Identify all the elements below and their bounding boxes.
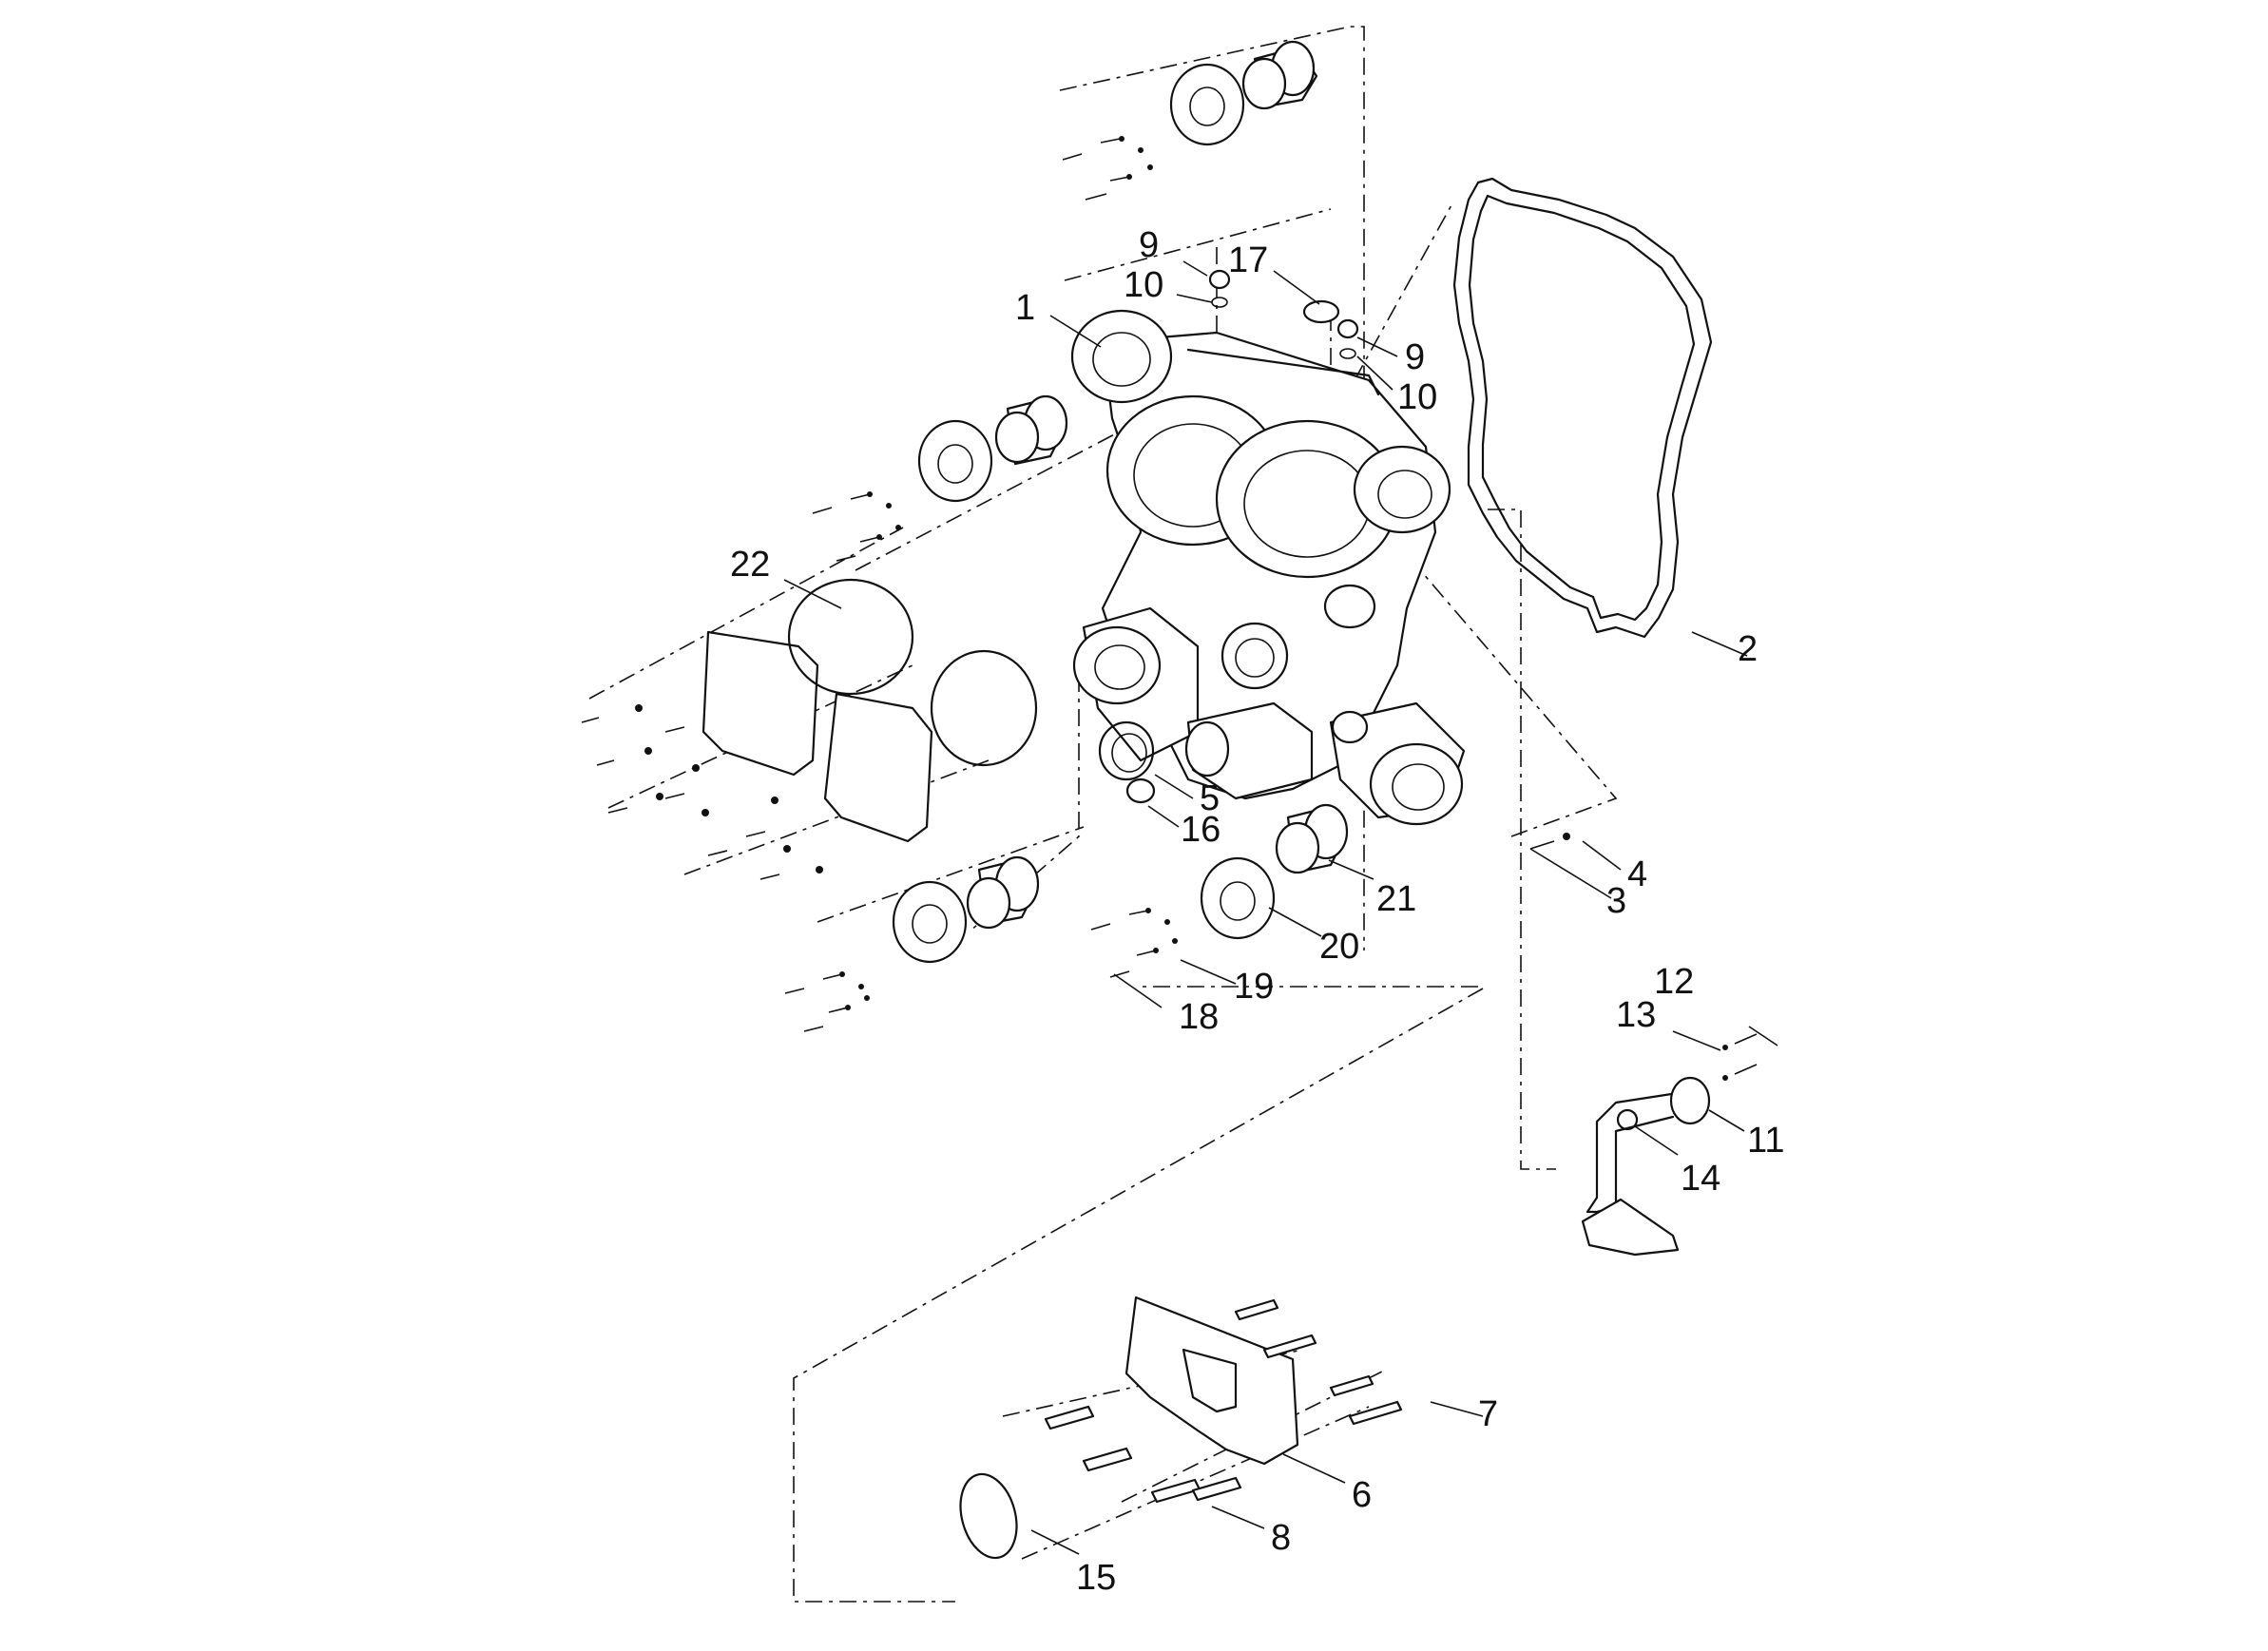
lower-right-trunnion-assembly xyxy=(1090,803,1349,978)
callout-9-top: 9 xyxy=(1139,225,1159,265)
top-trunnion-assembly xyxy=(1062,40,1318,201)
callout-22: 22 xyxy=(730,545,770,585)
callout-15: 15 xyxy=(1076,1558,1116,1598)
callout-12: 12 xyxy=(1654,962,1694,1002)
callout-16: 16 xyxy=(1181,810,1220,850)
callout-10-right: 10 xyxy=(1397,377,1437,417)
callout-2: 2 xyxy=(1738,629,1758,669)
callout-14: 14 xyxy=(1681,1159,1720,1199)
lower-left-trunnion-assembly xyxy=(784,855,1040,1032)
upper-left-trunnion-assembly xyxy=(812,394,1068,562)
callout-4: 4 xyxy=(1627,854,1647,894)
callout-8: 8 xyxy=(1271,1518,1291,1558)
callout-3: 3 xyxy=(1606,881,1626,921)
callout-9-right: 9 xyxy=(1405,337,1425,377)
callout-6: 6 xyxy=(1352,1475,1372,1515)
callout-17: 17 xyxy=(1228,240,1268,280)
housing-part-1 xyxy=(1070,309,1466,826)
callout-11: 11 xyxy=(1747,1121,1784,1161)
side-covers xyxy=(581,578,1038,880)
callout-18: 18 xyxy=(1179,997,1219,1037)
callout-19: 19 xyxy=(1234,967,1274,1007)
assembly-guide-lines xyxy=(588,26,1618,1603)
callout-21: 21 xyxy=(1376,879,1416,919)
callout-1: 1 xyxy=(1015,288,1035,328)
callout-20: 20 xyxy=(1319,927,1359,967)
callout-10-top: 10 xyxy=(1124,265,1163,305)
callout-7: 7 xyxy=(1478,1394,1498,1434)
pedal-assembly xyxy=(1581,1033,1758,1257)
callout-5: 5 xyxy=(1200,778,1220,818)
gasket-part-2 xyxy=(1452,177,1713,639)
callout-labels: 1 2 3 4 5 6 7 8 9 9 10 10 11 12 13 14 15… xyxy=(730,225,1784,1598)
callout-13: 13 xyxy=(1616,995,1656,1035)
small-parts xyxy=(1098,269,1570,850)
callout-leaders xyxy=(783,260,1778,1555)
bottom-guard-assembly xyxy=(959,1296,1403,1560)
